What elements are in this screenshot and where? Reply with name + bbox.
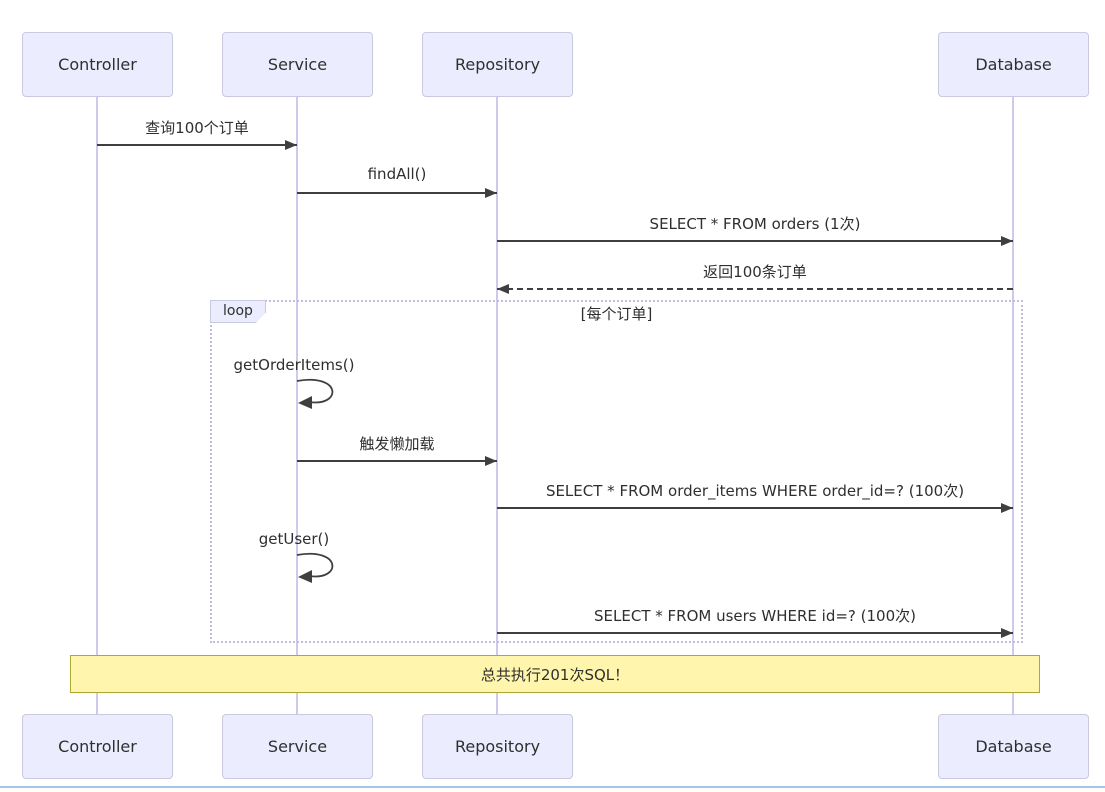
message-1-label: findAll() [367, 165, 427, 183]
actor-label: Database [975, 737, 1052, 756]
message-4-self-loop-arrow [296, 378, 334, 409]
actor-bottom-controller: Controller [22, 714, 173, 779]
lifeline-repository [496, 97, 498, 714]
actor-bottom-database: Database [938, 714, 1089, 779]
message-4-label: getOrderItems() [233, 356, 355, 374]
actor-label: Service [267, 737, 328, 756]
actor-label: Repository [454, 737, 541, 756]
message-6-arrow [497, 503, 1013, 513]
loop-label: loop [210, 300, 266, 323]
message-8-label: SELECT * FROM users WHERE id=? (100次) [594, 607, 916, 625]
message-0-label: 查询100个订单 [145, 119, 249, 137]
loop-box [210, 300, 1023, 643]
message-6-label: SELECT * FROM order_items WHERE order_id… [545, 482, 965, 500]
window-bottom-edge-line [0, 786, 1105, 788]
actor-bottom-repository: Repository [422, 714, 573, 779]
lifeline-database [1012, 97, 1014, 714]
actor-label: Controller [58, 55, 137, 74]
actor-label: Database [975, 55, 1052, 74]
actor-top-controller: Controller [22, 32, 173, 97]
actor-label: Controller [58, 737, 137, 756]
actor-bottom-service: Service [222, 714, 373, 779]
note-text: 总共执行201次SQL！ [480, 665, 630, 684]
message-5-arrow [297, 456, 497, 466]
lifeline-controller [96, 97, 98, 714]
actor-top-database: Database [938, 32, 1089, 97]
message-7-label: getUser() [258, 530, 330, 548]
message-3-label: 返回100条订单 [703, 263, 807, 281]
loop-condition: [每个订单] [580, 305, 653, 323]
actor-label: Repository [454, 55, 541, 74]
message-2-label: SELECT * FROM orders (1次) [649, 215, 861, 233]
message-0-arrow [97, 140, 297, 150]
message-3-arrow [497, 284, 1013, 294]
message-2-arrow [497, 236, 1013, 246]
message-8-arrow [497, 628, 1013, 638]
actor-top-repository: Repository [422, 32, 573, 97]
actor-label: Service [267, 55, 328, 74]
actor-top-service: Service [222, 32, 373, 97]
lifeline-service [296, 97, 298, 714]
message-5-label: 触发懒加载 [359, 435, 435, 453]
message-1-arrow [297, 188, 497, 198]
note-box: 总共执行201次SQL！ [70, 655, 1040, 693]
message-7-self-loop-arrow [296, 552, 334, 583]
